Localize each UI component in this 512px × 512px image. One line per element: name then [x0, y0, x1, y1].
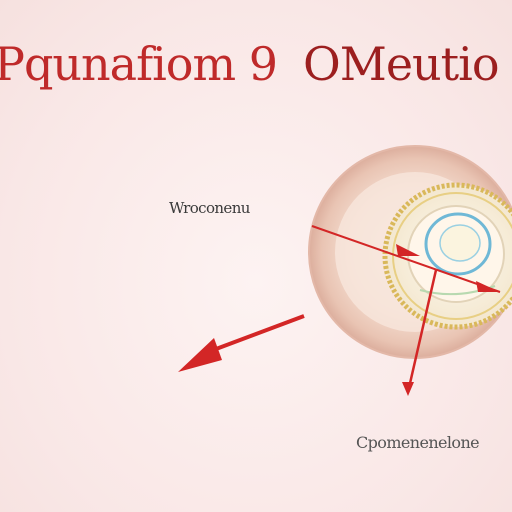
pointer-head-bottom	[402, 382, 414, 396]
nucleus-outline	[424, 212, 492, 276]
pointer-head-top	[396, 244, 420, 256]
page-title: Pqunafiom 9 OMeutio	[0, 38, 512, 90]
callout-label-top: Wroconenu	[169, 199, 250, 217]
title-part-1: Pqunafiom 9	[0, 37, 278, 91]
callout-label-bottom: Cpomenenelone	[356, 433, 480, 452]
nucleolus	[439, 224, 481, 262]
gold-ring-inner	[392, 192, 512, 320]
pointer-line-top	[311, 225, 501, 293]
big-arrow-head	[178, 338, 222, 372]
pointer-head-top-2	[476, 281, 500, 292]
big-arrow-shaft	[207, 314, 305, 354]
title-part-2: OMeutio	[303, 37, 500, 91]
pointer-line-bottom	[406, 269, 438, 393]
